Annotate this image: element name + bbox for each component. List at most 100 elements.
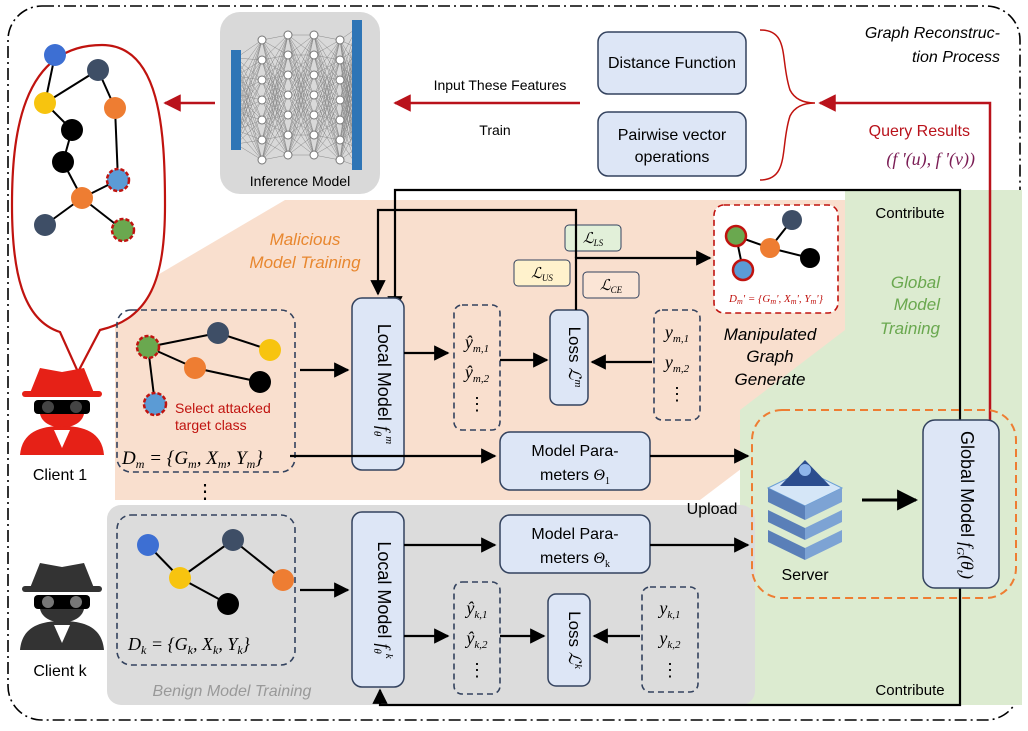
global-training-label-3: Training <box>880 319 941 338</box>
local-model-m-label: Local Model fθm <box>371 324 395 444</box>
train-label: Train <box>479 122 510 138</box>
loss-ls-box <box>564 224 622 252</box>
query-results-arrow <box>818 94 992 420</box>
nn-node <box>283 130 293 140</box>
loss-k-box <box>547 593 591 687</box>
nn-link <box>287 34 315 96</box>
nn-link <box>313 39 341 116</box>
nn-link <box>287 34 315 136</box>
nn-node <box>257 155 267 165</box>
truth-m-dots: ⋮ <box>668 384 686 404</box>
nn-link <box>313 79 341 156</box>
local-model-k-box <box>351 511 405 688</box>
nn-link <box>287 34 315 56</box>
nn-node <box>335 55 345 65</box>
client1-label: Client 1 <box>33 467 87 484</box>
nn-link <box>287 74 315 156</box>
nn-node <box>335 75 345 85</box>
malicious-label-1: Malicious <box>270 230 341 249</box>
clientk-dataset-formula: Dk = {Gk, Xk, Yk} <box>127 634 251 657</box>
nn-link <box>261 34 289 121</box>
process-title-2: tion Process <box>912 49 1000 66</box>
nn-node <box>309 110 319 120</box>
manipulated-label-2: Graph <box>746 347 793 366</box>
global-training-label-2: Model <box>894 295 942 314</box>
server-label: Server <box>781 567 829 584</box>
query-results-label: Query Results <box>869 123 970 140</box>
clients-ellipsis: ⋮ <box>195 481 215 503</box>
nn-node <box>257 35 267 45</box>
pred-k-box <box>453 581 501 695</box>
nn-link <box>313 39 341 76</box>
ops-brace <box>759 29 816 181</box>
global-model-label: Global Model fG(θt) <box>954 431 977 579</box>
loss-us-box <box>513 259 571 287</box>
nn-link <box>287 94 315 156</box>
pred-k-dots: ⋮ <box>468 660 486 680</box>
client1-nodes <box>135 322 281 417</box>
nn-link <box>261 34 289 61</box>
nn-node <box>283 110 293 120</box>
nn-node <box>335 135 345 145</box>
malicious-spy-icon <box>20 368 104 455</box>
nn-link <box>261 134 289 161</box>
distance-function-box <box>597 31 747 95</box>
manipulated-formula: Dm' = {Gm', Xm', Ym'} <box>728 293 824 306</box>
params-1-box <box>499 431 651 491</box>
pred-m-dots: ⋮ <box>468 394 486 414</box>
contribute-top-line <box>387 188 962 420</box>
nn-link <box>287 54 315 156</box>
contribute-bottom-line <box>372 588 962 707</box>
nn-node <box>257 55 267 65</box>
client1-dataset-box <box>116 309 296 473</box>
benign-training-label: Benign Model Training <box>153 683 312 700</box>
upload-label: Upload <box>687 501 738 518</box>
nn-link <box>313 59 341 156</box>
select-target-label-1: Select attacked <box>175 400 271 416</box>
inference-model-label: Inference Model <box>250 173 350 189</box>
nn-node <box>257 75 267 85</box>
nn-node <box>309 150 319 160</box>
nn-link <box>261 74 289 161</box>
nn-node <box>309 70 319 80</box>
loss-k-label: Loss ℒk <box>565 611 584 670</box>
params-k-line1: Model Para- <box>531 526 618 543</box>
select-target-label-2: target class <box>175 417 247 433</box>
nn-link <box>313 39 341 96</box>
nn-node <box>283 70 293 80</box>
nn-link <box>313 39 341 56</box>
nn-node <box>257 115 267 125</box>
nn-node <box>257 135 267 145</box>
nn-link <box>287 114 315 156</box>
truth-k-box <box>641 586 699 693</box>
nn-link <box>261 34 289 101</box>
local-model-m-box <box>351 297 405 471</box>
input-features-label: Input These Features <box>434 77 567 93</box>
loss-feedback-arrow <box>370 208 578 296</box>
truth-k-dots: ⋮ <box>661 660 679 680</box>
contribute-bottom-label: Contribute <box>875 682 944 699</box>
nn-link <box>287 134 315 156</box>
nn-node <box>283 150 293 160</box>
clientk-label: Client k <box>33 663 87 680</box>
nn-node <box>335 155 345 165</box>
contribute-top-label: Contribute <box>875 205 944 222</box>
benign-spy-icon <box>20 563 104 650</box>
nn-node <box>257 95 267 105</box>
graph-bubble <box>10 43 167 375</box>
query-formula: (f '(u), f '(v)) <box>886 149 975 170</box>
nn-node <box>283 90 293 100</box>
nn-node <box>283 30 293 40</box>
benign-region <box>107 505 755 705</box>
pairwise-ops-label-1: Pairwise vector <box>618 127 727 144</box>
nn-node <box>283 50 293 60</box>
nn-link <box>313 39 341 136</box>
nn-node <box>335 115 345 125</box>
params-k-line2: meters Θk <box>540 550 610 570</box>
nn-node <box>309 30 319 40</box>
nn-node <box>309 130 319 140</box>
process-title-1: Graph Reconstruc- <box>865 25 1000 42</box>
nn-link <box>261 54 289 161</box>
server-region <box>751 409 1017 599</box>
